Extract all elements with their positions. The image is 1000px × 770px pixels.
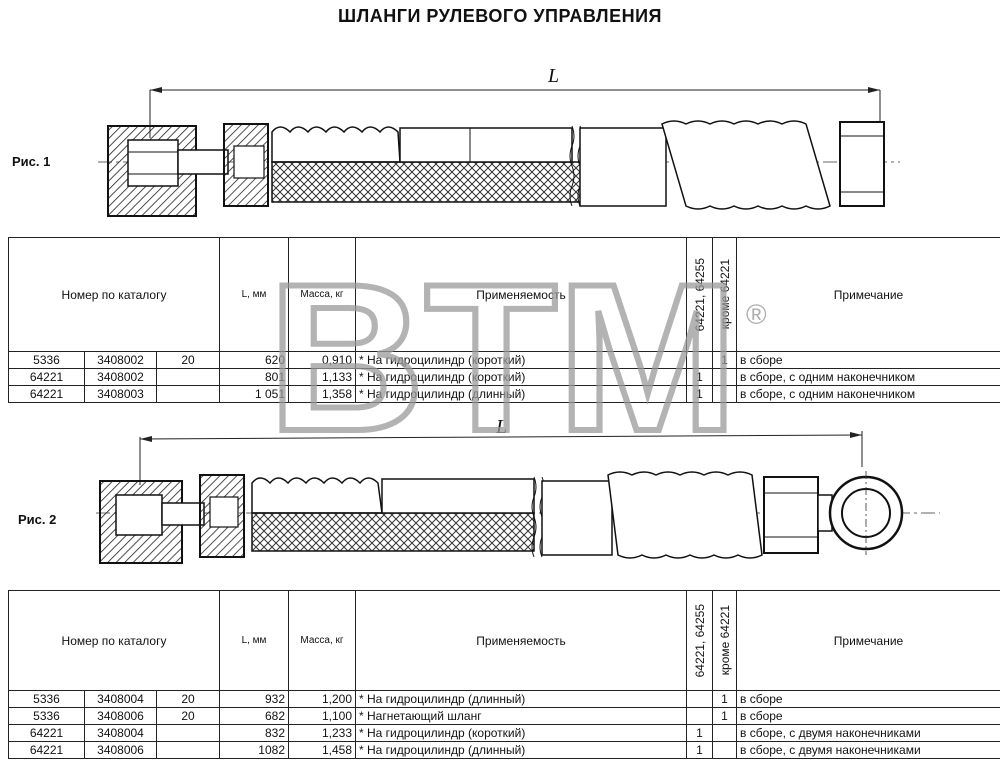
header-col-b: кроме 64221 xyxy=(712,237,737,352)
cell-suffix xyxy=(156,385,220,403)
cell-model: 5336 xyxy=(8,690,85,708)
cell-note: в сборе, с одним наконечником xyxy=(736,368,1000,386)
cell-note: в сборе, с одним наконечником xyxy=(736,385,1000,403)
table-row: 5336 3408006 20 682 1,100 * Нагнетающий … xyxy=(8,707,1000,725)
cell-col-a xyxy=(686,351,713,369)
cell-mass: 1,358 xyxy=(288,385,356,403)
cell-length: 1082 xyxy=(219,741,289,759)
cell-col-a: 1 xyxy=(686,385,713,403)
cell-col-a: 1 xyxy=(686,741,713,759)
figure-1-drawing: L xyxy=(98,65,900,217)
table-row: 5336 3408004 20 932 1,200 * На гидроцили… xyxy=(8,690,1000,708)
cell-col-b: 1 xyxy=(712,351,737,369)
cell-model: 5336 xyxy=(8,351,85,369)
figure-2-dimension-label: L xyxy=(495,416,507,438)
figure-2-drawing: L xyxy=(96,416,940,564)
cell-col-a xyxy=(686,707,713,725)
cell-part: 3408004 xyxy=(84,724,157,742)
table-row: 64221 3408004 832 1,233 * На гидроцилинд… xyxy=(8,724,1000,742)
page-title: ШЛАНГИ РУЛЕВОГО УПРАВЛЕНИЯ xyxy=(338,6,662,26)
header-col-a: 64221, 64255 xyxy=(686,237,713,352)
cell-length: 932 xyxy=(219,690,289,708)
header-note: Примечание xyxy=(736,590,1000,691)
cell-mass: 1,233 xyxy=(288,724,356,742)
cell-application: * На гидроцилиндр (длинный) xyxy=(355,385,687,403)
cell-suffix: 20 xyxy=(156,690,220,708)
cell-application: * Нагнетающий шланг xyxy=(355,707,687,725)
cell-application: * На гидроцилиндр (короткий) xyxy=(355,368,687,386)
cell-suffix: 20 xyxy=(156,707,220,725)
header-col-b: кроме 64221 xyxy=(712,590,737,691)
cell-length: 1 051 xyxy=(219,385,289,403)
header-mass: Масса, кг xyxy=(288,590,356,691)
table-row: 64221 3408002 801 1,133 * На гидроцилинд… xyxy=(8,368,1000,386)
cell-col-b: 1 xyxy=(712,690,737,708)
header-mass: Масса, кг xyxy=(288,237,356,352)
cell-model: 64221 xyxy=(8,385,85,403)
header-catalog: Номер по каталогу xyxy=(8,237,220,352)
cell-mass: 0,910 xyxy=(288,351,356,369)
cell-mass: 1,133 xyxy=(288,368,356,386)
cell-model: 64221 xyxy=(8,741,85,759)
cell-suffix xyxy=(156,368,220,386)
cell-note: в сборе xyxy=(736,351,1000,369)
table-row: 64221 3408003 1 051 1,358 * На гидроцили… xyxy=(8,385,1000,403)
header-col-a: 64221, 64255 xyxy=(686,590,713,691)
cell-col-b xyxy=(712,385,737,403)
header-note: Примечание xyxy=(736,237,1000,352)
cell-application: * На гидроцилиндр (короткий) xyxy=(355,724,687,742)
header-length: L, мм xyxy=(219,590,289,691)
spec-table-2: Номер по каталогу L, мм Масса, кг Примен… xyxy=(8,590,1000,759)
cell-col-a: 1 xyxy=(686,724,713,742)
header-application: Применяемость xyxy=(355,237,687,352)
cell-part: 3408003 xyxy=(84,385,157,403)
table-row: 64221 3408006 1082 1,458 * На гидроцилин… xyxy=(8,741,1000,759)
cell-application: * На гидроцилиндр (длинный) xyxy=(355,741,687,759)
header-application: Применяемость xyxy=(355,590,687,691)
cell-suffix xyxy=(156,724,220,742)
cell-suffix: 20 xyxy=(156,351,220,369)
cell-application: * На гидроцилиндр (длинный) xyxy=(355,690,687,708)
cell-mass: 1,200 xyxy=(288,690,356,708)
figure-2-label: Рис. 2 xyxy=(18,512,57,527)
header-catalog: Номер по каталогу xyxy=(8,590,220,691)
cell-part: 3408006 xyxy=(84,707,157,725)
cell-model: 5336 xyxy=(8,707,85,725)
cell-length: 832 xyxy=(219,724,289,742)
cell-part: 3408004 xyxy=(84,690,157,708)
cell-part: 3408006 xyxy=(84,741,157,759)
cell-mass: 1,100 xyxy=(288,707,356,725)
spec-table-1: Номер по каталогу L, мм Масса, кг Примен… xyxy=(8,237,1000,403)
cell-col-a xyxy=(686,690,713,708)
cell-mass: 1,458 xyxy=(288,741,356,759)
header-length: L, мм xyxy=(219,237,289,352)
cell-application: * На гидроцилиндр (короткий) xyxy=(355,351,687,369)
figure-1-dimension-label: L xyxy=(547,65,559,87)
cell-model: 64221 xyxy=(8,368,85,386)
cell-col-b xyxy=(712,368,737,386)
cell-suffix xyxy=(156,741,220,759)
cell-note: в сборе xyxy=(736,690,1000,708)
cell-length: 682 xyxy=(219,707,289,725)
cell-length: 801 xyxy=(219,368,289,386)
cell-note: в сборе, с двумя наконечниками xyxy=(736,741,1000,759)
cell-part: 3408002 xyxy=(84,351,157,369)
table-row: 5336 3408002 20 620 0,910 * На гидроцили… xyxy=(8,351,1000,369)
cell-note: в сборе xyxy=(736,707,1000,725)
cell-note: в сборе, с двумя наконечниками xyxy=(736,724,1000,742)
cell-col-a: 1 xyxy=(686,368,713,386)
cell-col-b xyxy=(712,741,737,759)
cell-col-b xyxy=(712,724,737,742)
figure-1-label: Рис. 1 xyxy=(12,154,51,169)
cell-length: 620 xyxy=(219,351,289,369)
cell-part: 3408002 xyxy=(84,368,157,386)
cell-col-b: 1 xyxy=(712,707,737,725)
cell-model: 64221 xyxy=(8,724,85,742)
